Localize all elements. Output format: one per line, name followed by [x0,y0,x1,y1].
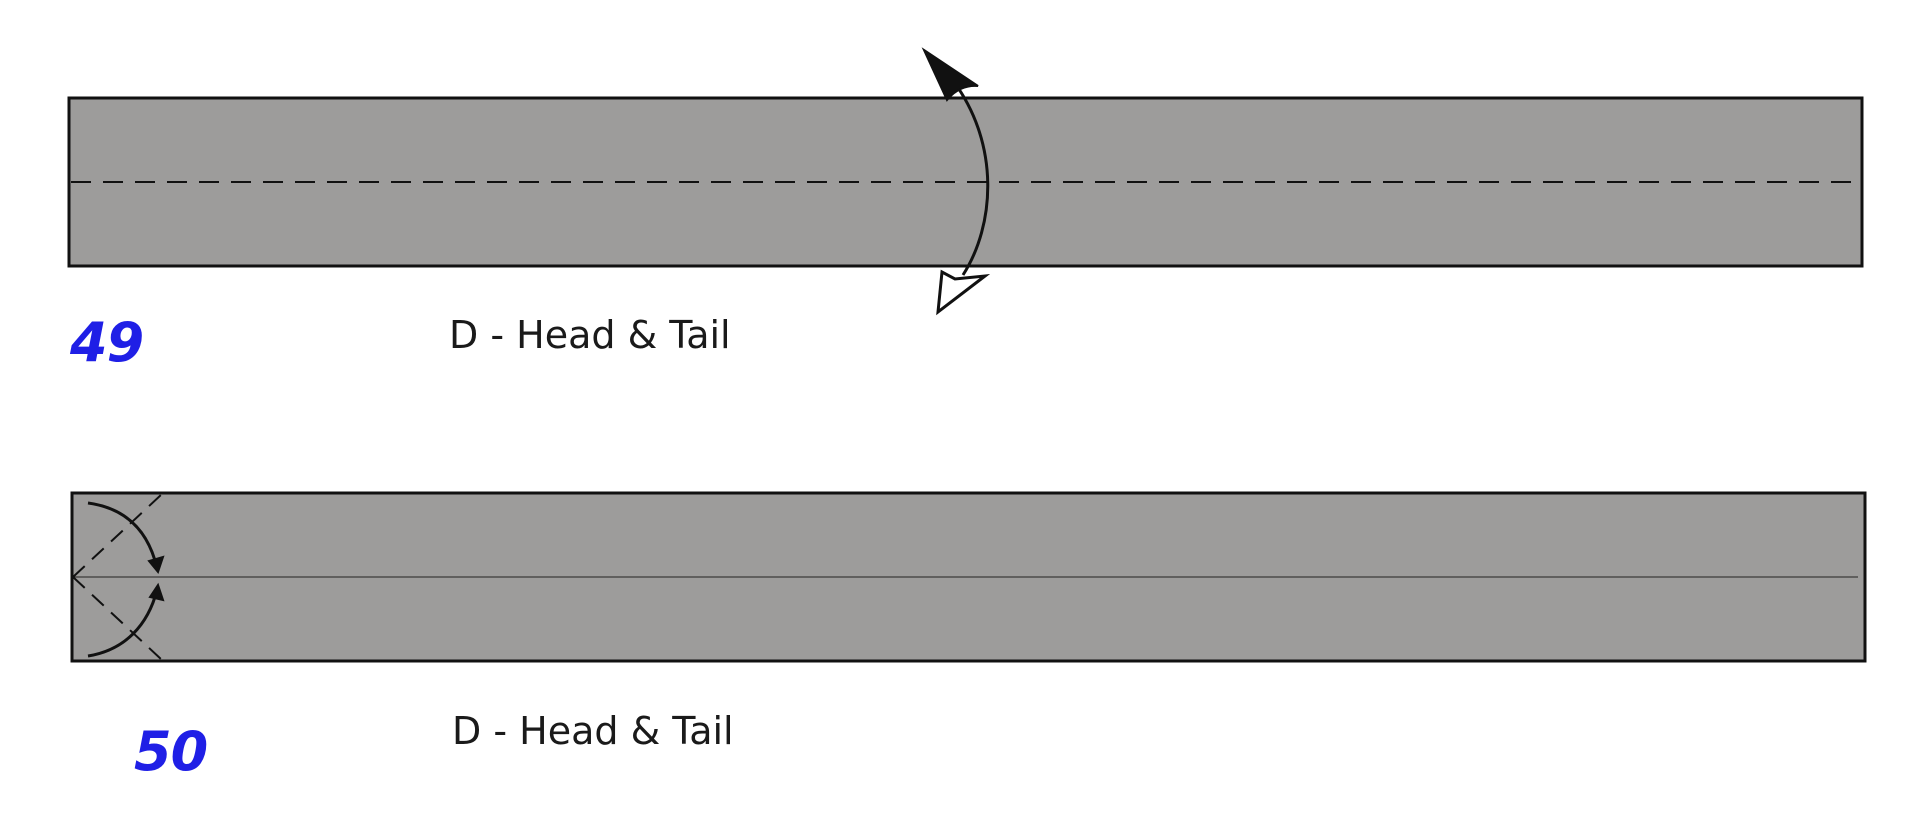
step-50-diagram [70,491,1867,663]
fold-and-unfold-arrow-icon [921,47,991,316]
step-49-diagram [67,47,1864,316]
fold-arrow-bottom-icon [87,582,165,658]
step-number-50: 50 [134,720,208,783]
fold-arrow-top-icon [87,501,165,575]
valley-fold-line-bottom [72,576,163,661]
step-label-49: D - Head & Tail [449,313,731,357]
step-number-49: 49 [70,311,144,374]
valley-fold-line-top [72,493,163,578]
step-label-50: D - Head & Tail [452,709,734,753]
